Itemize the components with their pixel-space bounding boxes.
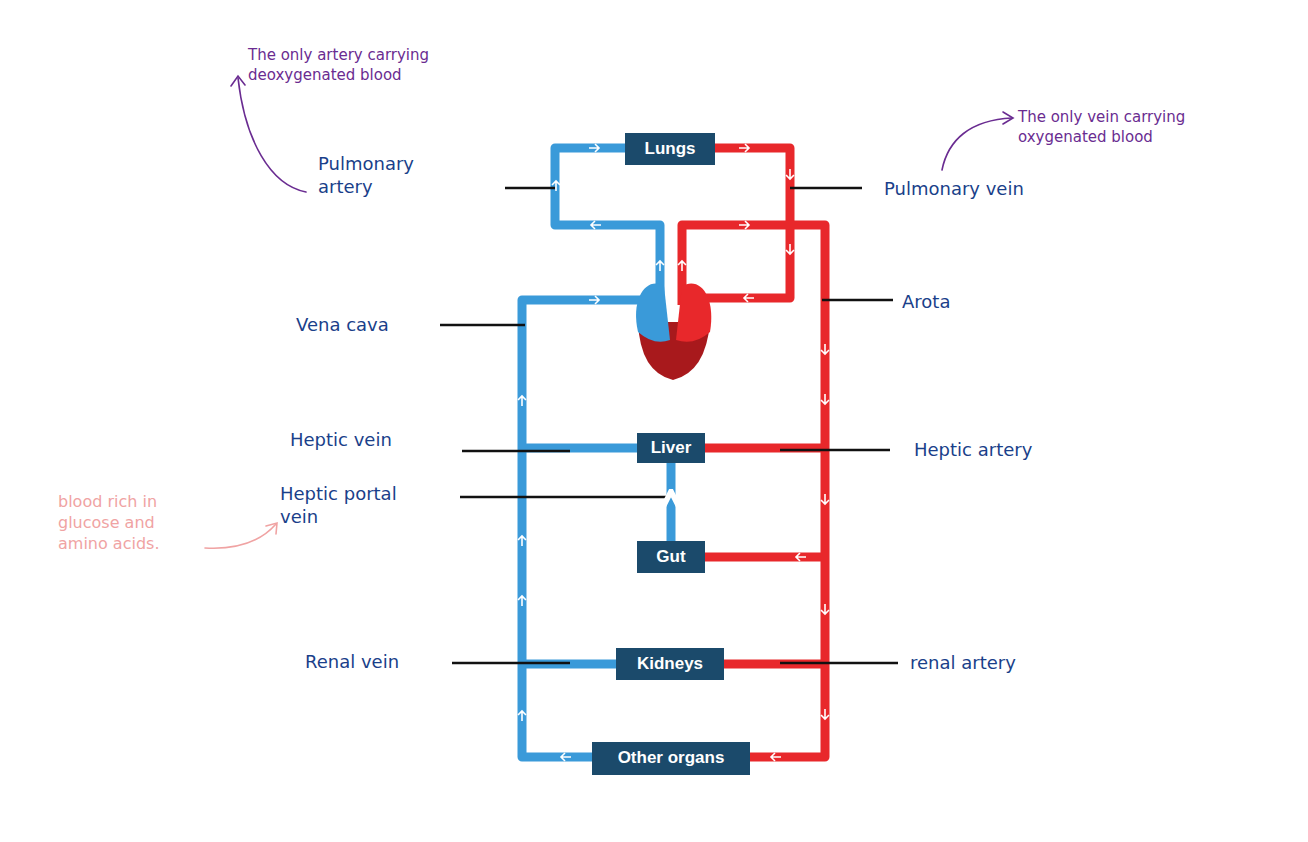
leader-line: [505, 187, 555, 190]
organ-box: Kidneys: [616, 648, 724, 680]
heart-right-side: [636, 283, 670, 341]
pulmonary-artery-vessel: [555, 148, 660, 305]
leader-line: [460, 496, 668, 499]
vessel-label: Heptic vein: [290, 428, 392, 451]
leader-line: [440, 324, 525, 327]
flow-arrow: [739, 144, 749, 152]
flow-arrow: [739, 221, 749, 229]
organ-box: Lungs: [625, 133, 715, 165]
leader-line: [780, 662, 898, 665]
note-arrowhead: [266, 523, 277, 534]
flow-arrow: [589, 296, 599, 304]
note-arrowhead: [1003, 112, 1013, 124]
flow-arrow: [561, 753, 571, 761]
organ-name: Kidneys: [637, 654, 703, 674]
flow-arrow: [786, 244, 794, 254]
flow-arrow: [678, 261, 686, 271]
note-arrow: [942, 118, 1012, 170]
flow-arrow: [821, 344, 829, 354]
heart-left-side: [676, 283, 711, 341]
flow-arrow: [518, 596, 526, 606]
flow-arrow: [552, 181, 560, 191]
organ-name: Gut: [656, 547, 685, 567]
vessel-label: Pulmonary vein: [884, 177, 1024, 200]
organ-name: Lungs: [645, 139, 696, 159]
organ-box: Liver: [637, 433, 705, 463]
organ-name: Other organs: [618, 748, 725, 768]
vessel-label: Heptic portal vein: [280, 482, 430, 529]
flow-arrow: [821, 709, 829, 719]
vessel-label: renal artery: [910, 651, 1016, 674]
flow-arrow: [821, 604, 829, 614]
flow-arrow: [518, 536, 526, 546]
leader-line: [452, 662, 570, 665]
flow-arrow: [821, 394, 829, 404]
note-arrow: [238, 78, 306, 192]
vessel-label: Renal vein: [305, 650, 399, 673]
flow-arrow: [771, 753, 781, 761]
vena-cava-vessel: [522, 300, 648, 757]
vessel-label: Vena cava: [296, 313, 389, 336]
flow-arrow: [518, 711, 526, 721]
flow-arrow: [656, 261, 664, 271]
organ-box: Gut: [637, 541, 705, 573]
flow-arrow: [744, 294, 754, 302]
leader-line: [780, 449, 890, 452]
portal-vessel: [667, 463, 676, 541]
note-arrow: [205, 524, 276, 548]
vessel-label: Pulmonary artery: [318, 152, 430, 199]
annotation-note: The only vein carrying oxygenated blood: [1018, 108, 1218, 147]
leader-line: [790, 187, 862, 190]
flow-arrow: [591, 221, 601, 229]
vessel-label: Heptic artery: [914, 438, 1032, 461]
annotation-note: blood rich in glucose and amino acids.: [58, 492, 198, 554]
organ-name: Liver: [651, 438, 692, 458]
organ-box: Other organs: [592, 742, 750, 775]
flow-arrow: [796, 553, 806, 561]
vessel-label: Arota: [902, 290, 950, 313]
flow-arrow: [786, 169, 794, 179]
leader-line: [462, 450, 570, 453]
flow-arrow: [518, 396, 526, 406]
annotation-note: The only artery carrying deoxygenated bl…: [248, 46, 478, 85]
flow-arrow: [821, 494, 829, 504]
gut-artery-vessel: [705, 553, 825, 562]
flow-arrow: [589, 144, 599, 152]
leader-line: [822, 299, 893, 302]
note-arrowhead: [231, 76, 245, 86]
